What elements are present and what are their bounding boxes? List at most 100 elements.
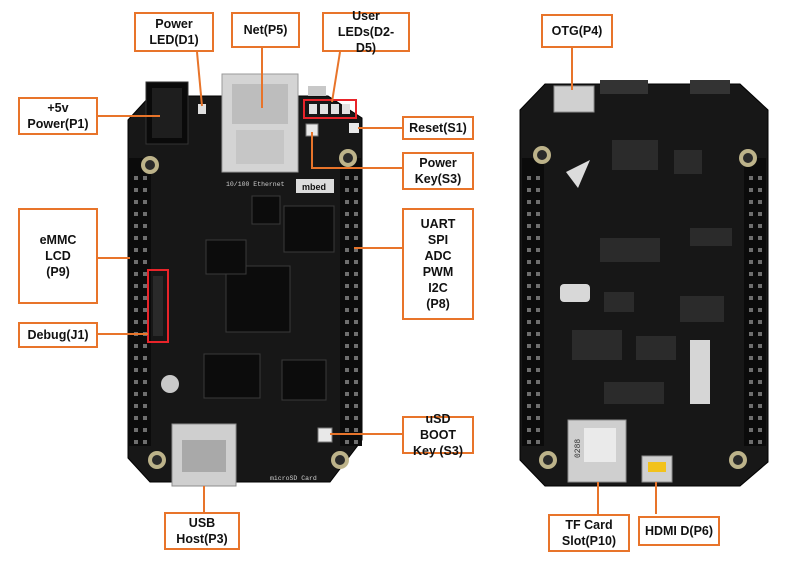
header-pin bbox=[536, 320, 540, 324]
header-pin bbox=[527, 212, 531, 216]
emmc-chip bbox=[283, 205, 335, 253]
mini-usb-port bbox=[308, 86, 326, 96]
header-pin bbox=[527, 392, 531, 396]
header-pin bbox=[134, 392, 138, 396]
header-pin bbox=[536, 272, 540, 276]
header-pin bbox=[345, 380, 349, 384]
back-header-left bbox=[522, 158, 544, 446]
header-pin bbox=[749, 380, 753, 384]
header-pin bbox=[354, 380, 358, 384]
header-pin bbox=[354, 332, 358, 336]
header-pin bbox=[758, 272, 762, 276]
reset-button bbox=[349, 123, 359, 133]
crystal bbox=[560, 284, 590, 302]
header-pin bbox=[345, 368, 349, 372]
header-pin bbox=[134, 224, 138, 228]
callout-otg: OTG(P4) bbox=[541, 14, 613, 48]
header-pin bbox=[749, 200, 753, 204]
debug-header bbox=[147, 269, 169, 343]
header-pin bbox=[758, 332, 762, 336]
power-led bbox=[198, 104, 206, 114]
leader-power-key bbox=[311, 132, 402, 169]
callout-power-key: Power Key(S3) bbox=[402, 152, 474, 190]
header-pin bbox=[527, 428, 531, 432]
header-pin bbox=[134, 404, 138, 408]
back-components bbox=[572, 140, 732, 404]
header-pin bbox=[749, 284, 753, 288]
cpu-chip bbox=[225, 265, 291, 333]
header-pin bbox=[536, 392, 540, 396]
header-pin bbox=[345, 188, 349, 192]
header-pin bbox=[134, 272, 138, 276]
header-pin bbox=[345, 212, 349, 216]
header-pin bbox=[354, 356, 358, 360]
header-pin bbox=[536, 380, 540, 384]
header-pin bbox=[749, 368, 753, 372]
header-pin bbox=[527, 416, 531, 420]
header-pin bbox=[749, 248, 753, 252]
header-pin bbox=[143, 236, 147, 240]
back-header-right bbox=[744, 158, 766, 446]
header-pin bbox=[536, 200, 540, 204]
header-pin bbox=[143, 200, 147, 204]
header-pin bbox=[527, 308, 531, 312]
header-pin bbox=[143, 428, 147, 432]
header-pin bbox=[749, 176, 753, 180]
ram-chip bbox=[203, 353, 261, 399]
header-pin bbox=[527, 380, 531, 384]
header-pin bbox=[345, 392, 349, 396]
header-pin bbox=[134, 248, 138, 252]
header-pin bbox=[143, 212, 147, 216]
header-pin bbox=[354, 224, 358, 228]
header-pin bbox=[758, 236, 762, 240]
header-pin bbox=[134, 260, 138, 264]
header-pin bbox=[345, 356, 349, 360]
callout-user-leds: User LEDs(D2-D5) bbox=[322, 9, 410, 55]
header-pin bbox=[354, 416, 358, 420]
header-pin bbox=[143, 320, 147, 324]
header-pin bbox=[749, 224, 753, 228]
header-pin bbox=[527, 176, 531, 180]
header-pin bbox=[758, 404, 762, 408]
header-pin bbox=[354, 428, 358, 432]
header-pin bbox=[143, 344, 147, 348]
header-pin bbox=[758, 224, 762, 228]
header-pin bbox=[749, 440, 753, 444]
leader-power-led bbox=[196, 51, 203, 107]
header-pin bbox=[345, 272, 349, 276]
header-pin bbox=[536, 368, 540, 372]
header-pin bbox=[536, 440, 540, 444]
header-pin bbox=[536, 416, 540, 420]
header-pin bbox=[527, 320, 531, 324]
header-pin bbox=[527, 272, 531, 276]
header-pin bbox=[345, 176, 349, 180]
header-pin bbox=[345, 416, 349, 420]
header-pin bbox=[143, 296, 147, 300]
board-logo: mbed bbox=[302, 182, 326, 192]
header-pin bbox=[527, 188, 531, 192]
header-pin bbox=[345, 296, 349, 300]
header-pin bbox=[134, 296, 138, 300]
header-pin bbox=[749, 392, 753, 396]
header-pin bbox=[758, 440, 762, 444]
leader-user-leds bbox=[331, 51, 341, 103]
header-pin bbox=[536, 188, 540, 192]
header-pin bbox=[536, 260, 540, 264]
header-pin bbox=[345, 320, 349, 324]
board-ethernet-label: 10/100 Ethernet bbox=[226, 181, 285, 188]
header-pin bbox=[758, 188, 762, 192]
header-pin bbox=[345, 344, 349, 348]
callout-uart-group: UART SPI ADC PWM I2C (P8) bbox=[402, 208, 474, 320]
header-pin bbox=[345, 404, 349, 408]
tf-slot-id: 0288 bbox=[574, 439, 583, 458]
header-pin bbox=[749, 236, 753, 240]
front-header-left bbox=[129, 158, 151, 446]
callout-net: Net(P5) bbox=[231, 12, 300, 48]
header-pin bbox=[527, 224, 531, 228]
header-pin bbox=[354, 272, 358, 276]
header-pin bbox=[134, 344, 138, 348]
header-pin bbox=[143, 380, 147, 384]
header-pin bbox=[345, 248, 349, 252]
header-pin bbox=[134, 212, 138, 216]
